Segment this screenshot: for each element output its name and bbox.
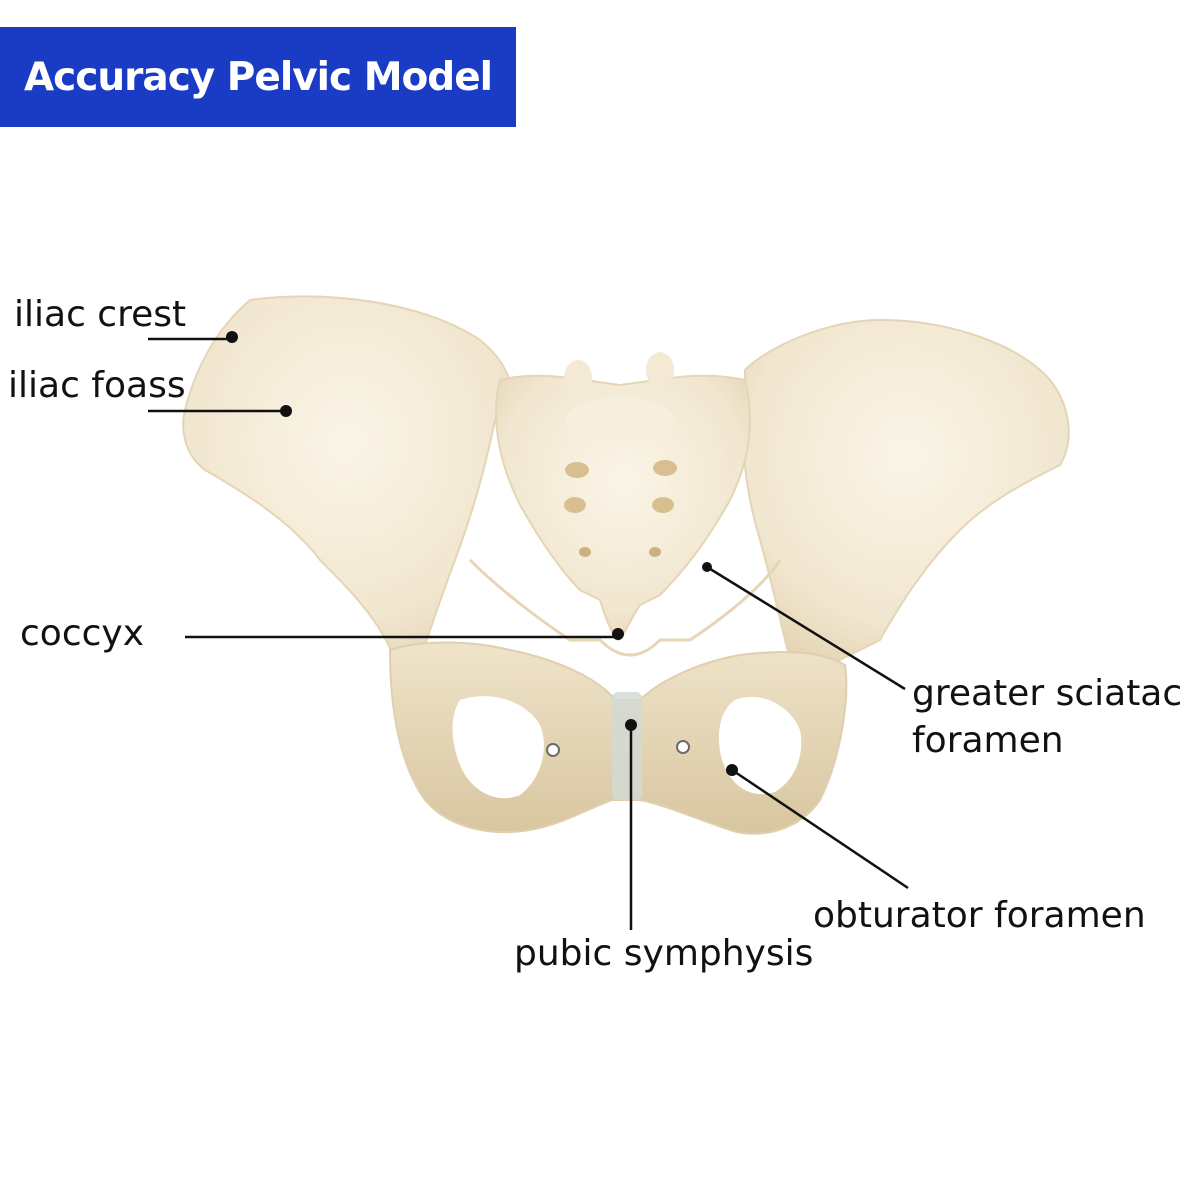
leader-pubic-symphysis [625,719,637,930]
leader-obturator [726,764,909,890]
leader-iliac-crest [148,331,238,343]
title-banner: Accuracy Pelvic Model [0,27,516,127]
label-iliac-crest: iliac crest [14,294,187,335]
label-greater-sciatic-line1: greater sciatac [912,673,1183,714]
leader-greater-sciatic [702,562,906,691]
label-greater-sciatic-line2: foramen [912,720,1064,761]
label-pubic-symphysis: pubic symphysis [514,933,814,974]
label-greater-sciatic-foramen: greater sciatac foramen [912,670,1182,764]
sacrum [495,374,751,642]
leader-iliac-fossa [148,405,292,417]
label-obturator-foramen: obturator foramen [813,895,1146,936]
right-ilium [742,318,1070,661]
symphysis-block [612,692,642,800]
right-obturator-hole [718,696,802,795]
left-ilium [182,295,513,661]
leader-coccyx [185,628,624,640]
left-obturator-hole [452,696,544,799]
label-coccyx: coccyx [20,613,145,654]
label-iliac-fossa: iliac foass [8,365,186,406]
page-title: Accuracy Pelvic Model [23,54,493,100]
